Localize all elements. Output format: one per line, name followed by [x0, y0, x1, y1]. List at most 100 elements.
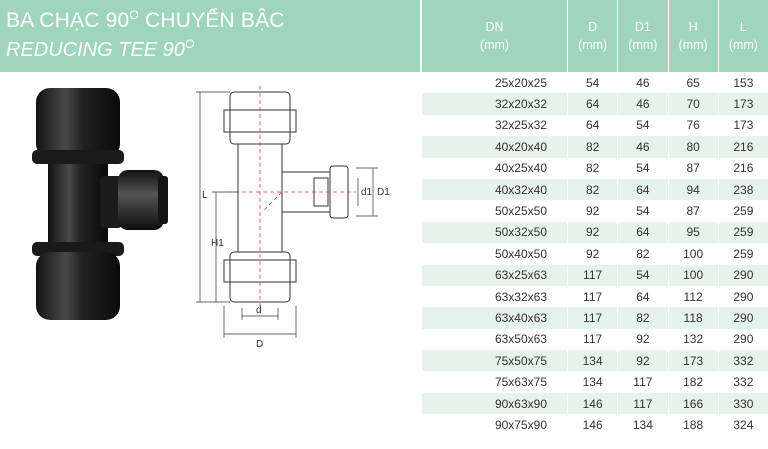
cell-value: 290 — [717, 307, 768, 329]
cell-dn: 50x32x50 — [421, 221, 567, 244]
cell-value: 64 — [617, 221, 668, 244]
cell-value: 76 — [667, 114, 718, 137]
cell-value: 82 — [617, 243, 667, 265]
cell-value: 117 — [567, 328, 617, 351]
cell-value: 54 — [617, 200, 667, 222]
column-header-3: H (mm) — [667, 0, 718, 72]
cell-value: 216 — [717, 157, 768, 179]
cell-value: 70 — [667, 93, 718, 115]
cell-value: 238 — [717, 178, 768, 201]
cell-value: 132 — [667, 328, 718, 351]
cell-value: 54 — [617, 114, 667, 137]
cell-value: 330 — [717, 392, 768, 415]
cell-value: 64 — [617, 178, 668, 201]
cell-value: 100 — [667, 243, 718, 265]
dim-label-d: d — [256, 305, 262, 316]
product-photo — [32, 88, 168, 320]
cell-value: 87 — [667, 200, 718, 222]
cell-value: 117 — [617, 392, 668, 415]
column-header-unit: (mm) — [578, 38, 608, 52]
cell-value: 173 — [667, 350, 718, 372]
cell-value: 92 — [567, 200, 617, 222]
cell-value: 216 — [717, 136, 768, 158]
cell-value: 332 — [717, 371, 768, 393]
cell-value: 95 — [667, 221, 718, 244]
cell-value: 259 — [717, 243, 768, 265]
cell-value: 64 — [567, 93, 618, 115]
dim-label-H1: H1 — [211, 238, 224, 249]
spec-table-header: DN(mm)D(mm)D1(mm)H(mm)L(mm) — [421, 0, 768, 72]
cell-value: 188 — [667, 414, 718, 436]
cell-value: 173 — [717, 93, 768, 115]
cell-dn: 32x20x32 — [421, 93, 567, 115]
cell-value: 54 — [567, 72, 617, 94]
cell-value: 134 — [567, 371, 617, 393]
dim-label-D: D — [256, 339, 263, 350]
cell-value: 80 — [667, 136, 718, 158]
cell-dn: 40x25x40 — [421, 157, 567, 179]
cell-dn: 50x40x50 — [421, 243, 567, 265]
cell-value: 82 — [617, 307, 668, 329]
column-header-name: DN — [485, 20, 504, 34]
cell-value: 112 — [667, 285, 718, 308]
cell-value: 92 — [617, 350, 668, 372]
cell-value: 87 — [667, 157, 718, 179]
cell-value: 92 — [567, 243, 617, 265]
cell-value: 92 — [617, 328, 667, 351]
title-banner: BA CHẠC 90O CHUYỂN BẬC REDUCING TEE 90O — [0, 0, 420, 72]
cell-dn: 50x25x50 — [421, 200, 567, 222]
cell-value: 290 — [717, 264, 768, 286]
dim-label-d1: d1 — [361, 187, 373, 198]
cell-value: 54 — [617, 157, 667, 179]
column-header-1: D (mm) — [567, 0, 618, 72]
cell-dn: 63x40x63 — [421, 307, 567, 329]
cell-value: 65 — [667, 72, 718, 94]
dim-label-D1: D1 — [377, 187, 390, 198]
cell-value: 117 — [567, 285, 617, 308]
column-header-2: D1(mm) — [617, 0, 668, 72]
column-header-unit: (mm) — [728, 38, 758, 52]
cell-value: 64 — [617, 285, 667, 308]
cell-dn: 32x25x32 — [421, 114, 567, 137]
cell-value: 117 — [567, 264, 618, 286]
cell-value: 46 — [617, 136, 668, 158]
column-header-name: H — [688, 20, 698, 34]
cell-value: 118 — [667, 307, 718, 329]
column-header-unit: (mm) — [678, 38, 708, 52]
cell-value: 290 — [717, 285, 768, 308]
cell-value: 134 — [567, 350, 618, 372]
cell-value: 134 — [617, 414, 667, 436]
cell-value: 46 — [617, 93, 668, 115]
column-header-0: DN (mm) — [421, 0, 567, 72]
cell-dn: 90x75x90 — [421, 414, 567, 436]
cell-value: 92 — [567, 221, 618, 244]
column-header-unit: (mm) — [479, 38, 510, 52]
title-vietnamese: BA CHẠC 90O CHUYỂN BẬC — [6, 8, 285, 32]
cell-value: 82 — [567, 178, 618, 201]
cell-dn: 63x50x63 — [421, 328, 567, 351]
cell-value: 324 — [717, 414, 768, 436]
cell-value: 173 — [717, 114, 768, 137]
cell-value: 259 — [717, 200, 768, 222]
cell-value: 46 — [617, 72, 667, 94]
technical-drawing: L H1 d1 D1 d D — [196, 86, 390, 350]
cell-value: 259 — [717, 221, 768, 244]
cell-value: 332 — [717, 350, 768, 372]
cell-value: 100 — [667, 264, 718, 286]
cell-dn: 90x63x90 — [421, 392, 567, 415]
column-header-name: D — [588, 20, 598, 34]
cell-dn: 25x20x25 — [421, 72, 567, 94]
cell-value: 82 — [567, 136, 618, 158]
